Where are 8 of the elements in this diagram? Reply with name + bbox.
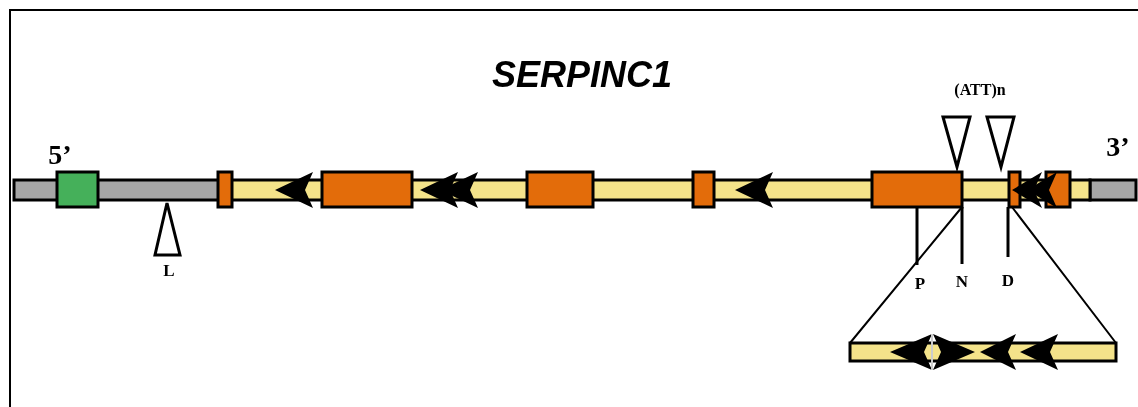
variant-label: L (163, 261, 175, 279)
repeat-label: (ATT)n (954, 82, 1006, 98)
five-prime-label: 5’ (48, 141, 72, 169)
variant-label: N (955, 272, 969, 290)
variant-label: P (914, 274, 926, 292)
gene-title: SERPINC1 (491, 57, 673, 93)
variant-label: D (1001, 271, 1015, 289)
three-prime-label: 3’ (1106, 133, 1130, 161)
